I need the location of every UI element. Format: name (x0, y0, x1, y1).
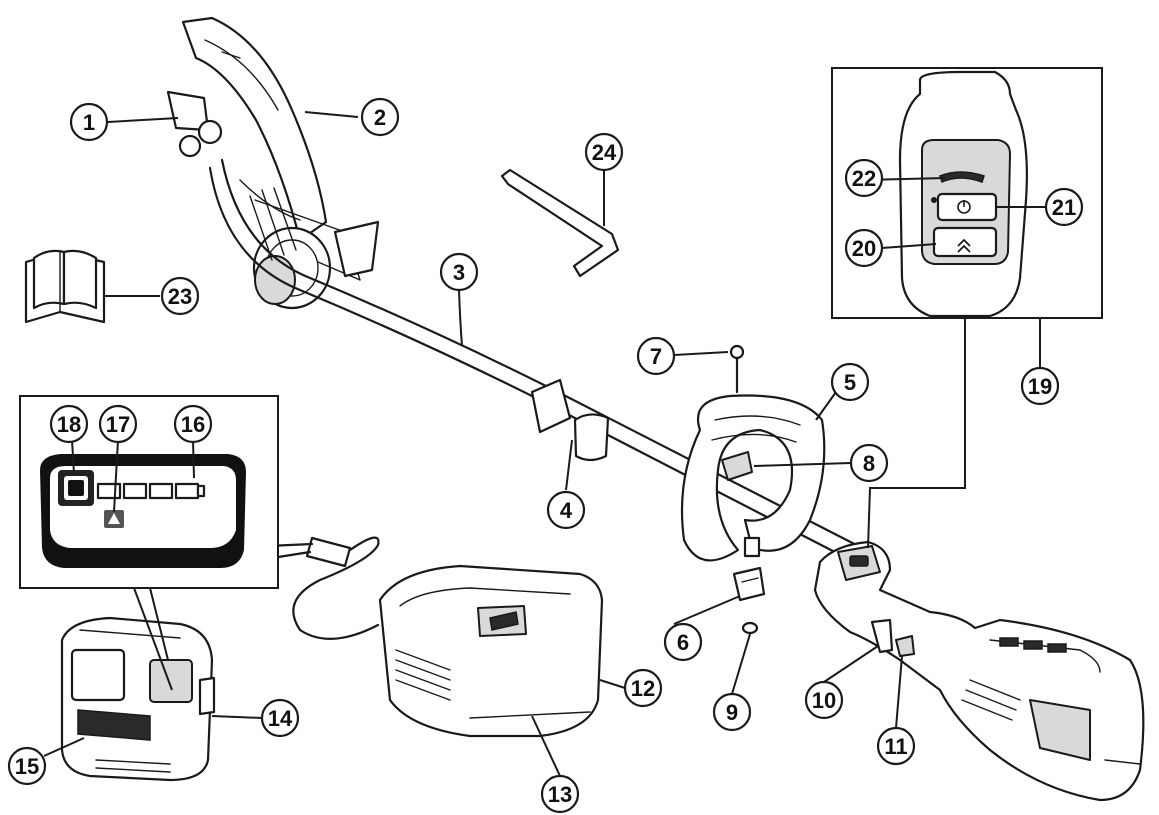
callout-21: 21 (1044, 187, 1084, 227)
svg-text:24: 24 (592, 140, 617, 165)
instruction-manual (24, 249, 106, 324)
battery-indicator-detail (19, 395, 279, 691)
svg-text:22: 22 (852, 166, 876, 191)
shaft (208, 158, 872, 567)
callout-13: 13 (540, 774, 580, 814)
battery-pack (60, 616, 216, 782)
callout-19: 19 (1020, 366, 1060, 406)
svg-text:7: 7 (650, 344, 662, 369)
svg-text:9: 9 (726, 700, 738, 725)
edger-head (166, 16, 380, 310)
svg-text:3: 3 (453, 260, 465, 285)
callout-15: 15 (7, 746, 47, 786)
svg-text:23: 23 (168, 284, 192, 309)
svg-text:15: 15 (15, 754, 39, 779)
callouts: 1 2 3 4 5 6 7 8 9 10 11 12 13 14 15 16 1… (7, 97, 1084, 814)
callout-6: 6 (663, 622, 703, 662)
callout-10: 10 (804, 680, 844, 720)
callout-18: 18 (49, 404, 89, 444)
callout-2: 2 (360, 97, 400, 137)
callout-24: 24 (584, 132, 624, 172)
callout-8: 8 (849, 443, 889, 483)
svg-text:14: 14 (268, 706, 293, 731)
callout-23: 23 (160, 276, 200, 316)
small-parts (729, 344, 766, 635)
callout-3: 3 (439, 252, 479, 292)
svg-text:6: 6 (677, 630, 689, 655)
rear-handle (813, 540, 1145, 802)
svg-text:13: 13 (548, 782, 572, 807)
callout-1: 1 (69, 102, 109, 142)
auxiliary-handle (680, 394, 826, 562)
switch-panel-detail (831, 67, 1103, 549)
callout-16: 16 (173, 404, 213, 444)
callout-4: 4 (546, 490, 586, 530)
svg-text:11: 11 (884, 734, 907, 759)
svg-text:4: 4 (560, 498, 573, 523)
svg-text:16: 16 (181, 412, 205, 437)
svg-text:18: 18 (57, 412, 81, 437)
callout-5: 5 (830, 362, 870, 402)
svg-text:20: 20 (852, 236, 876, 261)
svg-text:19: 19 (1028, 374, 1052, 399)
hex-key (500, 168, 620, 278)
svg-text:5: 5 (844, 370, 856, 395)
svg-text:12: 12 (631, 676, 655, 701)
callout-14: 14 (260, 698, 300, 738)
callout-12: 12 (623, 668, 663, 708)
callout-7: 7 (636, 336, 676, 376)
callout-9: 9 (712, 692, 752, 732)
callout-20: 20 (844, 228, 884, 268)
svg-text:1: 1 (83, 110, 95, 135)
callout-17: 17 (98, 404, 138, 444)
svg-text:8: 8 (863, 451, 875, 476)
svg-text:10: 10 (812, 688, 836, 713)
svg-text:21: 21 (1052, 195, 1076, 220)
callout-11: 11 (876, 726, 916, 766)
svg-text:2: 2 (374, 105, 386, 130)
charger (266, 536, 604, 738)
svg-text:17: 17 (106, 412, 130, 437)
callout-22: 22 (844, 158, 884, 198)
